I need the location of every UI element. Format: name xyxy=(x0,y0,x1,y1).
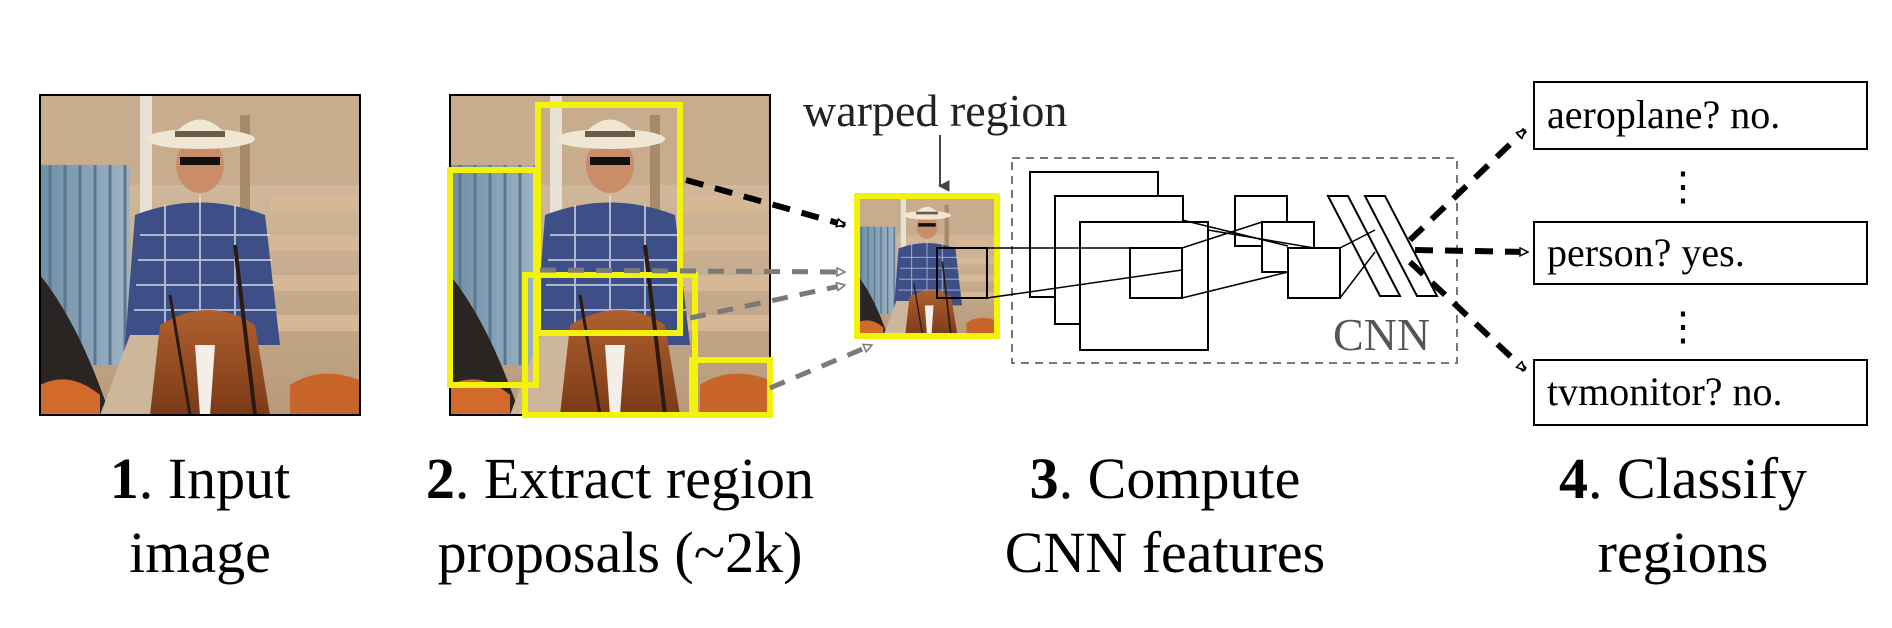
step-3-line-2: CNN features xyxy=(1005,520,1326,585)
step-1-line-2: image xyxy=(129,520,271,585)
warped-region xyxy=(854,193,1000,339)
proposal-to-warp-arrows xyxy=(539,177,872,391)
ellipsis-1: ⋮ xyxy=(1663,164,1703,209)
step-2-line-1: 2. Extract region xyxy=(426,446,814,511)
arrow-aeroplane xyxy=(1407,127,1528,243)
class-label: aeroplane? no. xyxy=(1547,92,1780,137)
class-box-person: person? yes. xyxy=(1533,221,1868,285)
arrow-tvmonitor xyxy=(1407,259,1528,373)
step-1-line-1: 1. Input xyxy=(110,446,290,511)
step-2-line-2: proposals (~2k) xyxy=(438,520,803,585)
cnn-to-class-arrows xyxy=(1407,127,1528,373)
class-box-aeroplane: aeroplane? no. xyxy=(1533,81,1868,150)
step-4-line-1: 4. Classify xyxy=(1559,446,1807,511)
cnn-label: CNN xyxy=(1333,309,1430,360)
step-3-line-1: 3. Compute xyxy=(1030,446,1301,511)
input-image xyxy=(39,94,361,416)
step-4-line-2: regions xyxy=(1598,520,1769,585)
class-label: tvmonitor? no. xyxy=(1547,369,1783,414)
class-outputs: aeroplane? no. ⋮ person? yes. ⋮ tvmonito… xyxy=(1533,81,1868,426)
proposal-boxes xyxy=(447,102,773,418)
arrow-gray xyxy=(539,270,845,272)
cnn-dashed-box xyxy=(1011,157,1458,364)
step-captions: 1. Input image 2. Extract region proposa… xyxy=(110,446,1807,585)
cnn-block: CNN xyxy=(986,157,1458,364)
arrow-person xyxy=(1414,250,1528,252)
class-box-tvmonitor: tvmonitor? no. xyxy=(1533,359,1868,426)
class-label: person? yes. xyxy=(1547,230,1745,275)
arrow-dark xyxy=(685,177,845,228)
warped-region-label: warped region xyxy=(803,85,1067,136)
ellipsis-2: ⋮ xyxy=(1663,304,1703,349)
proposal-box xyxy=(522,272,698,418)
arrow-gray xyxy=(769,342,872,391)
proposals-image xyxy=(447,94,773,418)
